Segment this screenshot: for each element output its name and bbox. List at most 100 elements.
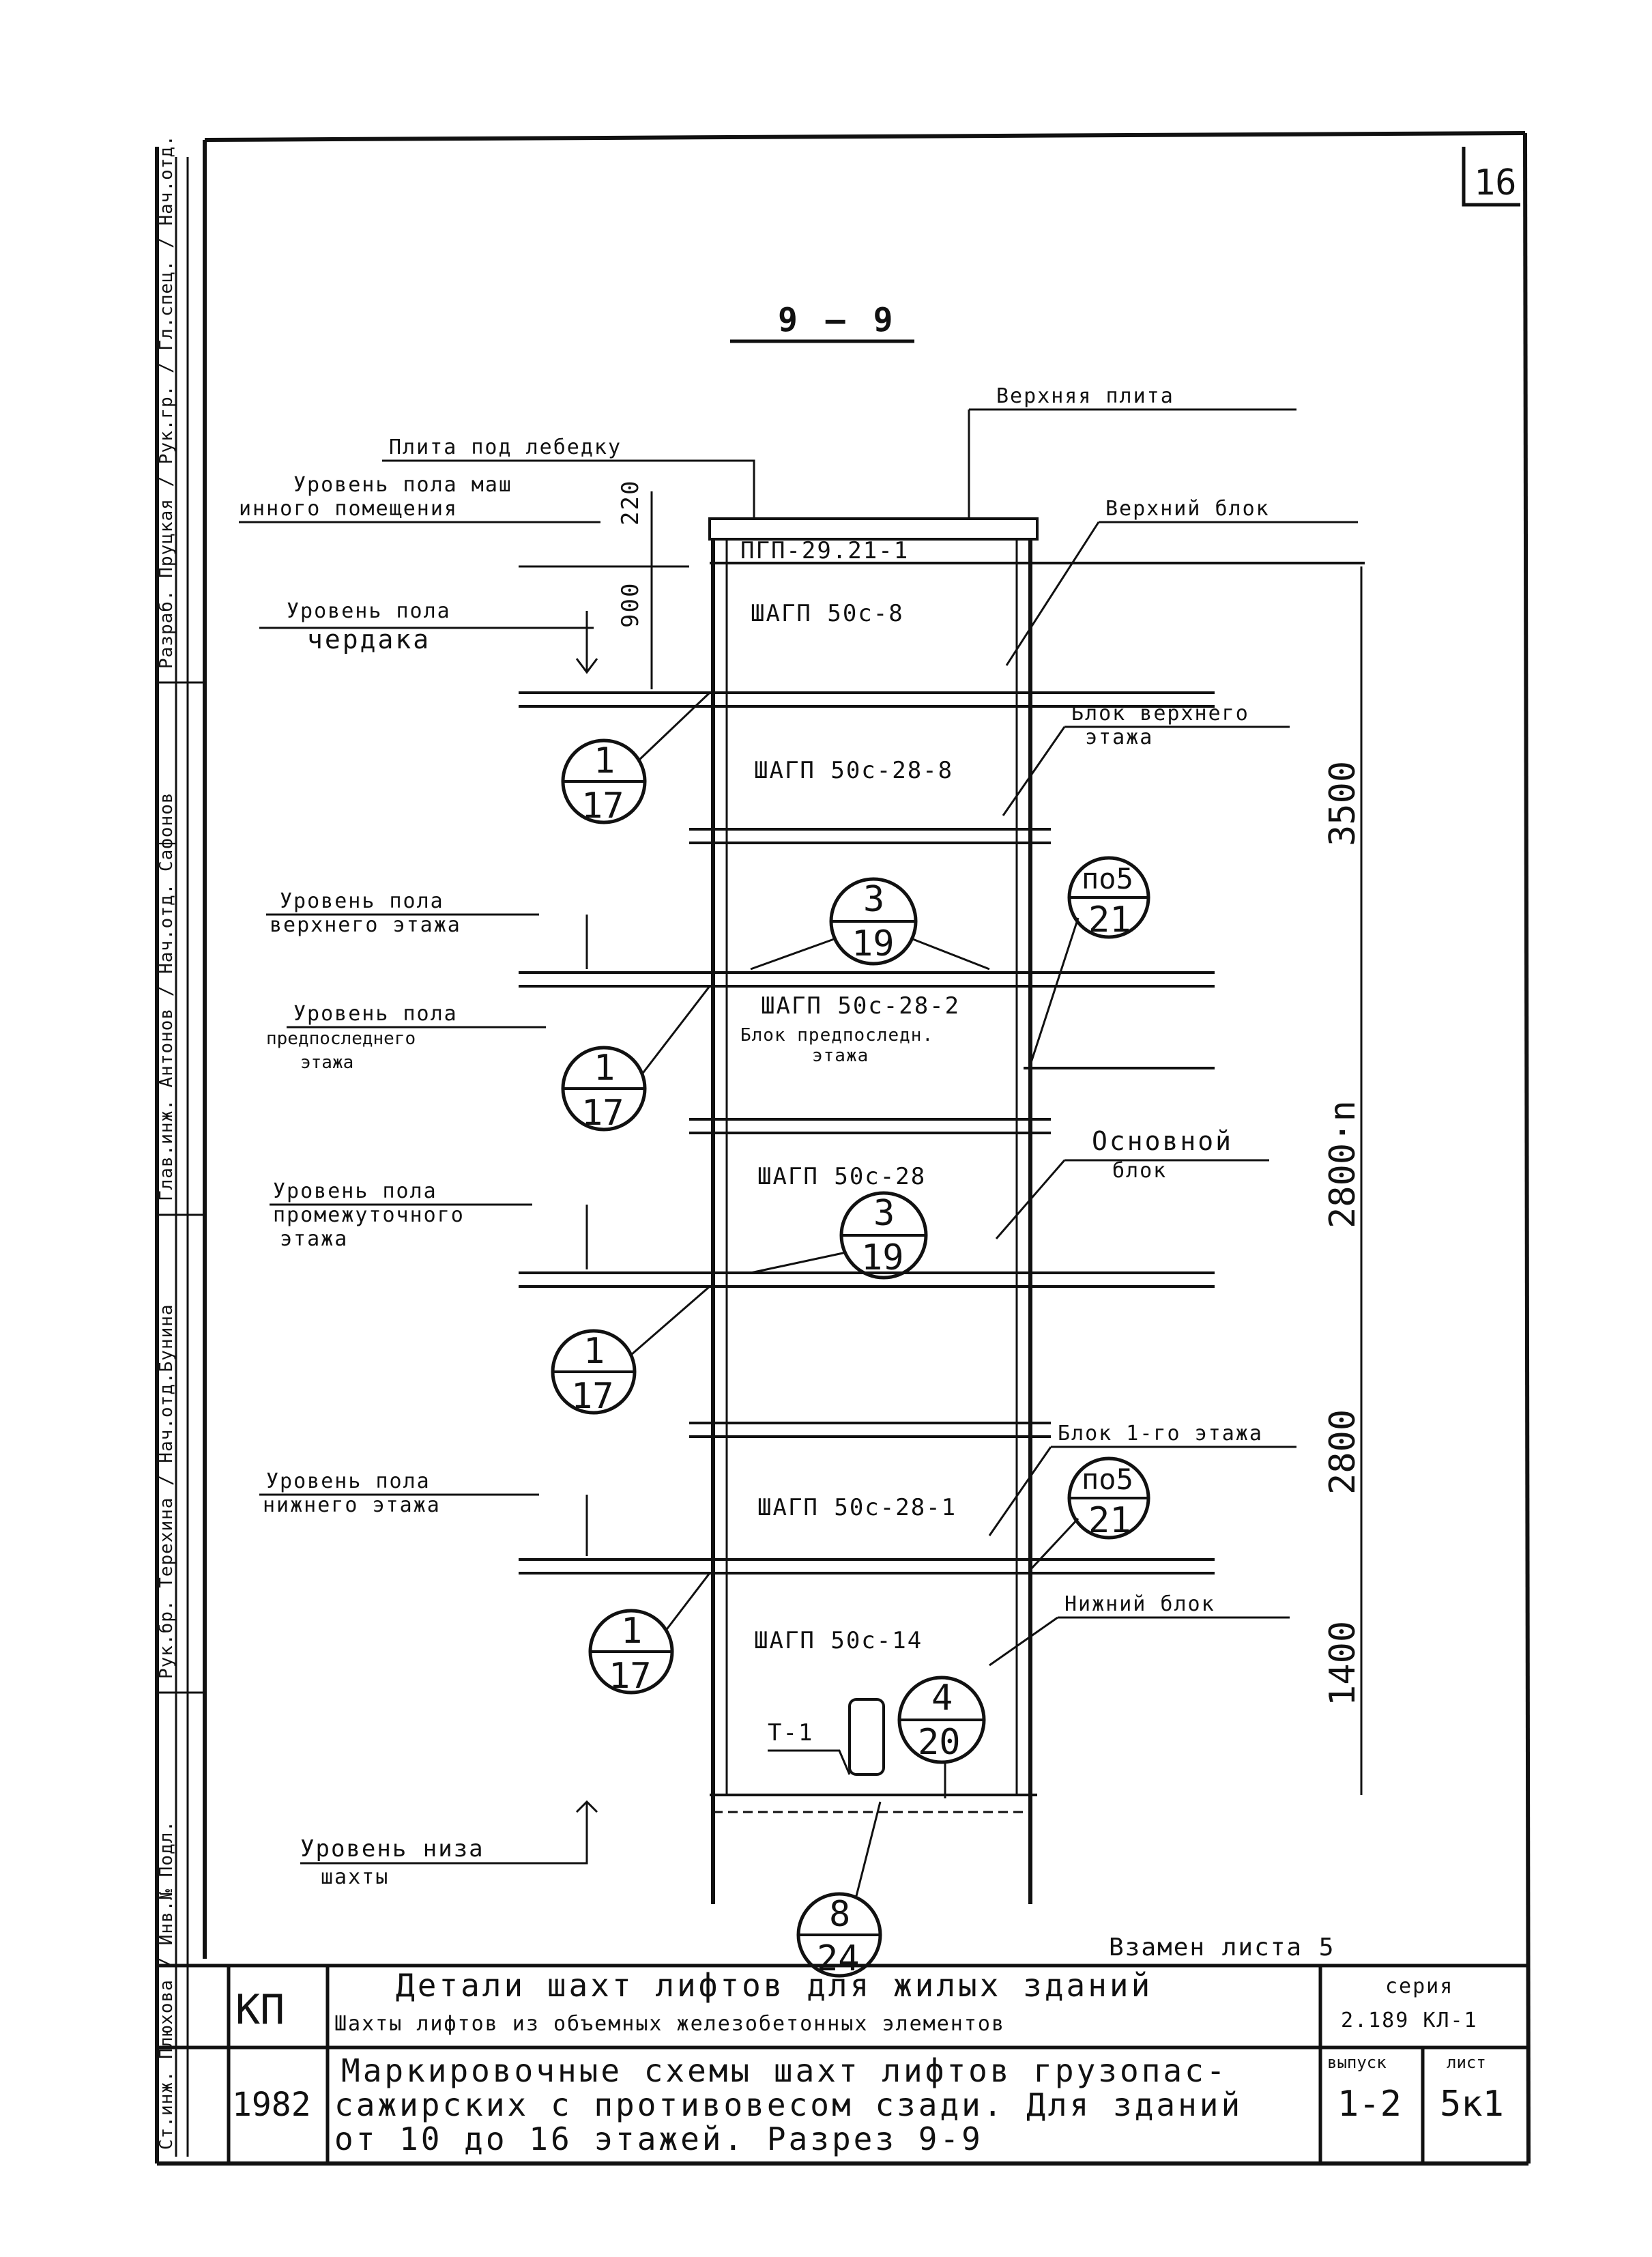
callout-2-bottom: 19 [852,923,895,964]
issue-label: выпуск [1327,2053,1387,2072]
callout-7-bottom: 21 [1088,1500,1131,1541]
floor-level-4-b: нижнего этажа [263,1493,441,1517]
floor-level-2-c: этажа [300,1052,353,1073]
block-code-1: ПГП-29.21-1 [740,537,909,564]
label-penultimate-block-2: этажа [812,1046,869,1066]
callout-9: 4 20 [897,1676,986,1798]
dim-3500: 3500 [1322,761,1363,846]
callout-6: 1 17 [551,1285,710,1417]
floor-level-1-a: Уровень пола [280,889,444,913]
sheet-value: 5к1 [1440,2084,1504,2125]
callout-7-top: по5 [1082,1463,1133,1496]
block-code-6: ШАГП 50с-28-1 [757,1494,957,1521]
sheet-frame [155,131,1531,2166]
title2-line1: Маркировочные схемы шахт лифтов грузопас… [341,2052,1228,2089]
title2-line2: сажирских с противовесом сзади. Для здан… [334,2086,1243,2123]
callout-5-bottom: 19 [861,1237,904,1278]
label-upper-slab: Верхняя плита [996,384,1174,408]
title2-line3: от 10 до 16 этажей. Разрез 9-9 [334,2121,983,2157]
callout-2-top: 3 [863,879,884,920]
side-stamp-4: Ст.инж. Плюхова / Инв.№ Подл. [156,1820,177,2150]
label-slab-under-winch: Плита под лебедку [389,435,622,459]
title1-line2: Шахты лифтов из объемных железобетонных … [334,2012,1005,2036]
label-main-block-1: Основной [1092,1126,1233,1156]
label-main-block-2: блок [1112,1159,1167,1183]
dim-1400: 1400 [1322,1621,1363,1706]
label-machine-room-2: инного помещения [239,497,458,521]
callout-7: по5 21 [1029,1456,1150,1571]
side-stamp-3: Рук.бр. Терехина / Нач.отд.Бунина [156,1304,177,1679]
dim-900: 900 [617,582,644,628]
callout-5: 3 19 [750,1191,928,1280]
label-attic-1: Уровень пола [287,599,451,623]
callout-9-top: 4 [931,1678,953,1719]
callout-8: 1 17 [588,1572,711,1697]
callout-3-top: по5 [1082,862,1133,895]
title-block: КП 1982 Детали шахт лифтов для жилых зда… [157,1964,1528,2163]
callout-4-top: 1 [594,1048,615,1089]
label-top-floor-block-2: этажа [1085,725,1153,749]
label-top-floor-block-1: Блок верхнего [1071,702,1249,725]
block-code-3: ШАГП 50с-28-8 [754,757,953,784]
callout-1-bottom: 17 [581,786,624,826]
callout-10-bottom: 24 [817,1938,860,1979]
buffer-t1: Т-1 [768,1698,885,1776]
callout-6-bottom: 17 [571,1376,614,1417]
dim-2800: 2800 [1322,1409,1363,1495]
callout-1: 1 17 [561,691,711,826]
label-penultimate-block-1: Блок предпоследн. [740,1025,933,1046]
label-machine-room-1: Уровень пола маш [293,473,512,497]
floor-level-3-b: промежуточного [273,1203,465,1227]
series-label: серия [1385,1974,1453,1998]
label-attic-2: чердака [307,624,431,655]
title1-line1: Детали шахт лифтов для жилых зданий [396,1967,1153,2004]
sheet-label: лист [1447,2053,1486,2072]
callout-8-bottom: 17 [609,1656,652,1697]
title-code: КП [235,1986,285,2034]
callout-6-top: 1 [583,1331,605,1372]
section-title: 9 — 9 [778,301,897,339]
callout-1-top: 1 [594,741,615,781]
callout-10-top: 8 [829,1894,850,1935]
floor-level-3-c: этажа [280,1227,348,1251]
issue-value: 1-2 [1337,2084,1402,2125]
note-replaces: Взамен листа 5 [1109,1933,1335,1961]
floor-level-3-a: Уровень пола [273,1179,437,1203]
floor-slabs [519,562,1365,1575]
floor-level-5-a: Уровень низа [300,1835,484,1863]
shaft-walls [708,517,1039,1904]
callout-9-bottom: 20 [918,1722,961,1763]
block-code-5: ШАГП 50с-28 [757,1163,926,1190]
callout-3: по5 21 [1029,856,1150,1065]
floor-level-4-a: Уровень пола [266,1469,431,1493]
title-year: 1982 [232,2086,311,2124]
callout-8-top: 1 [621,1611,642,1652]
block-code-4: ШАГП 50с-28-2 [761,992,960,1020]
callout-5-top: 3 [873,1193,895,1234]
floor-level-2-a: Уровень пола [293,1002,458,1026]
callout-2: 3 19 [750,877,990,971]
block-code-2: ШАГП 50с-8 [751,600,904,627]
callout-3-bottom: 21 [1088,900,1131,940]
dim-2800n: 2800·n [1322,1100,1363,1228]
tag-t1: Т-1 [768,1719,813,1746]
side-stamp-1: Разраб. Пруцкая / Рук.гр. / Гл.спец. / Н… [156,134,177,669]
callout-4: 1 17 [561,986,711,1134]
label-lower-block: Нижний блок [1064,1592,1215,1616]
callout-10: 8 24 [796,1801,882,1979]
dim-220: 220 [617,480,644,526]
floor-level-5-b: шахты [321,1865,389,1889]
callout-4-bottom: 17 [581,1093,624,1134]
label-upper-block: Верхний блок [1105,497,1270,521]
label-first-floor-block: Блок 1-го этажа [1058,1422,1263,1446]
side-stamp-strip: Разраб. Пруцкая / Рук.гр. / Гл.спец. / Н… [156,134,205,2157]
sheet-number-box: 16 [1462,147,1520,207]
sheet-number: 16 [1474,162,1517,203]
floor-level-2-b: предпоследнего [266,1029,416,1049]
block-code-7: ШАГП 50с-14 [754,1627,923,1654]
side-stamp-2: Глав.инж. Антонов / Нач.отд. Сафонов [156,792,177,1201]
floor-level-1-b: верхнего этажа [270,913,461,937]
dimension-chain: 3500 2800·n 2800 1400 [1322,566,1363,1795]
series-value: 2.189 КЛ-1 [1341,2009,1478,2032]
